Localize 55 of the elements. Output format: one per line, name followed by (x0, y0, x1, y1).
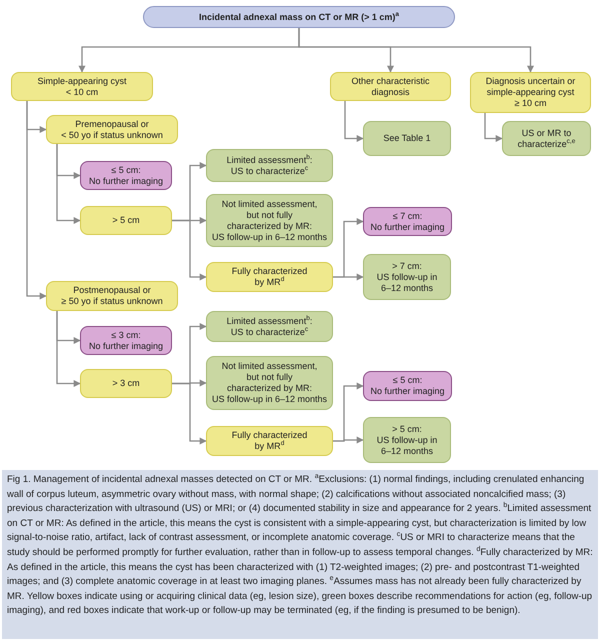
action-box (363, 254, 451, 300)
clinical-data-box (80, 206, 172, 235)
arrow (484, 113, 503, 142)
box-label: ≤ 5 cm: No further imaging (88, 164, 164, 186)
box-label: Premenopausal or < 50 yo if status unknown (61, 118, 163, 140)
clinical-data-box (46, 281, 178, 311)
box-label: Not limited assessment, but not fully characterized by MR: US follow-up in 6–12 months (212, 198, 328, 242)
clinical-data-box (80, 369, 172, 398)
start-box (143, 6, 455, 28)
arrow (172, 382, 207, 444)
arrow (298, 28, 534, 73)
box-label: See Table 1 (383, 133, 431, 144)
action-box (206, 356, 333, 410)
terminal-box (363, 371, 452, 401)
box-label: Other characteristic diagnosis (351, 76, 430, 98)
action-box (363, 417, 451, 463)
action-box (206, 149, 333, 182)
box-label: ≤ 3 cm: No further imaging (88, 330, 164, 352)
box-label: > 7 cm: US follow-up in 6–12 months (376, 260, 438, 294)
box-label: Limited assessment$^{b}$: US to characterize$^{c}$ (226, 154, 312, 176)
clinical-data-box (206, 426, 333, 456)
box-label: Fully characterized by MR$^{d}$ (232, 266, 308, 288)
arrow (56, 311, 81, 387)
arrow (344, 101, 364, 142)
arrow (172, 220, 207, 280)
box-label: Limited assessment$^{b}$: US to characterize$^{c}$ (226, 316, 312, 338)
box-label: ≤ 7 cm: No further imaging (370, 210, 445, 232)
clinical-data-box (206, 262, 333, 292)
arrow (26, 101, 47, 300)
action-box (206, 311, 333, 342)
terminal-box (80, 161, 172, 190)
terminal-box (363, 207, 452, 236)
box-label: ≤ 5 cm: No further imaging (370, 375, 445, 397)
box-label: Incidental adnexal mass on CT or MR (> 1 cm)$^{a}$ (199, 12, 399, 22)
arrow (333, 274, 364, 280)
arrow (56, 144, 81, 224)
clinical-data-box (470, 72, 591, 113)
box-label: Simple-appearing cyst < 10 cm (37, 76, 127, 98)
terminal-box (80, 326, 172, 355)
box-label: Diagnosis uncertain or simple-appearing cyst ≥ 10 cm (486, 76, 576, 109)
box-label: Not limited assessment, but not fully characterized by MR: US follow-up in 6–12 months (212, 361, 328, 405)
arrow (333, 436, 364, 444)
box-label: > 5 cm: US follow-up in 6–12 months (376, 424, 438, 456)
clinical-data-box (11, 72, 153, 101)
box-label: > 3 cm (112, 378, 140, 389)
action-box (206, 194, 333, 247)
figure-caption: Fig 1. Management of incidental adnexal masses detected on CT or MR. $^{a}$Exclusions: (1) normal findings, including crenulated enhancing wall of corpus luteum, asymmetric ovary without mass, with normal shape; (2) calcifications without associated noncalcified mass; (3) previous characterization with ultrasound (US) or MRI; or (4) documented stability in size and appearance for 2 years. $^{b}$Limited assessment on CT or MR: As defined in the article, this means the cyst is consistent with a simple-appearing cyst, but characterization is limited by low signal-to-noise ratio, artifact, lack of contrast assessment, or incomplete anatomic coverage. $^{c}$US or MRI to characterize means that the study should be performed promptly for further evaluation, rather than in follow-up to assess temporal changes. $^{d}$Fully characterized by MR: As defined in the article, this means the cyst has been characterized with (1) T2-weighted images; (2) pre- and postcontrast T1-weighted images; and (3) complete anatomic coverage in at least two imaging planes. $^{e}$Assumes mass has not already been fully characterized by MR. Yellow boxes indicate using or acquiring clinical data (eg, lesion size), green boxes describe recommendations for action (eg, follow-up imaging), and red boxes indicate that work-up or follow-up may be terminated (eg, if the finding is presumed to be benign). (2, 470, 598, 639)
box-label: Fully characterized by MR$^{d}$ (232, 430, 308, 452)
box-label: Postmenopausal or ≥ 50 yo if status unknown (61, 285, 163, 307)
clinical-data-box (330, 72, 451, 101)
box-label: > 5 cm (112, 215, 140, 226)
clinical-data-box (46, 115, 178, 144)
box-label: US or MR to characterize$^{c,e}$ (518, 128, 576, 150)
action-box (363, 121, 451, 156)
action-box (502, 121, 591, 156)
